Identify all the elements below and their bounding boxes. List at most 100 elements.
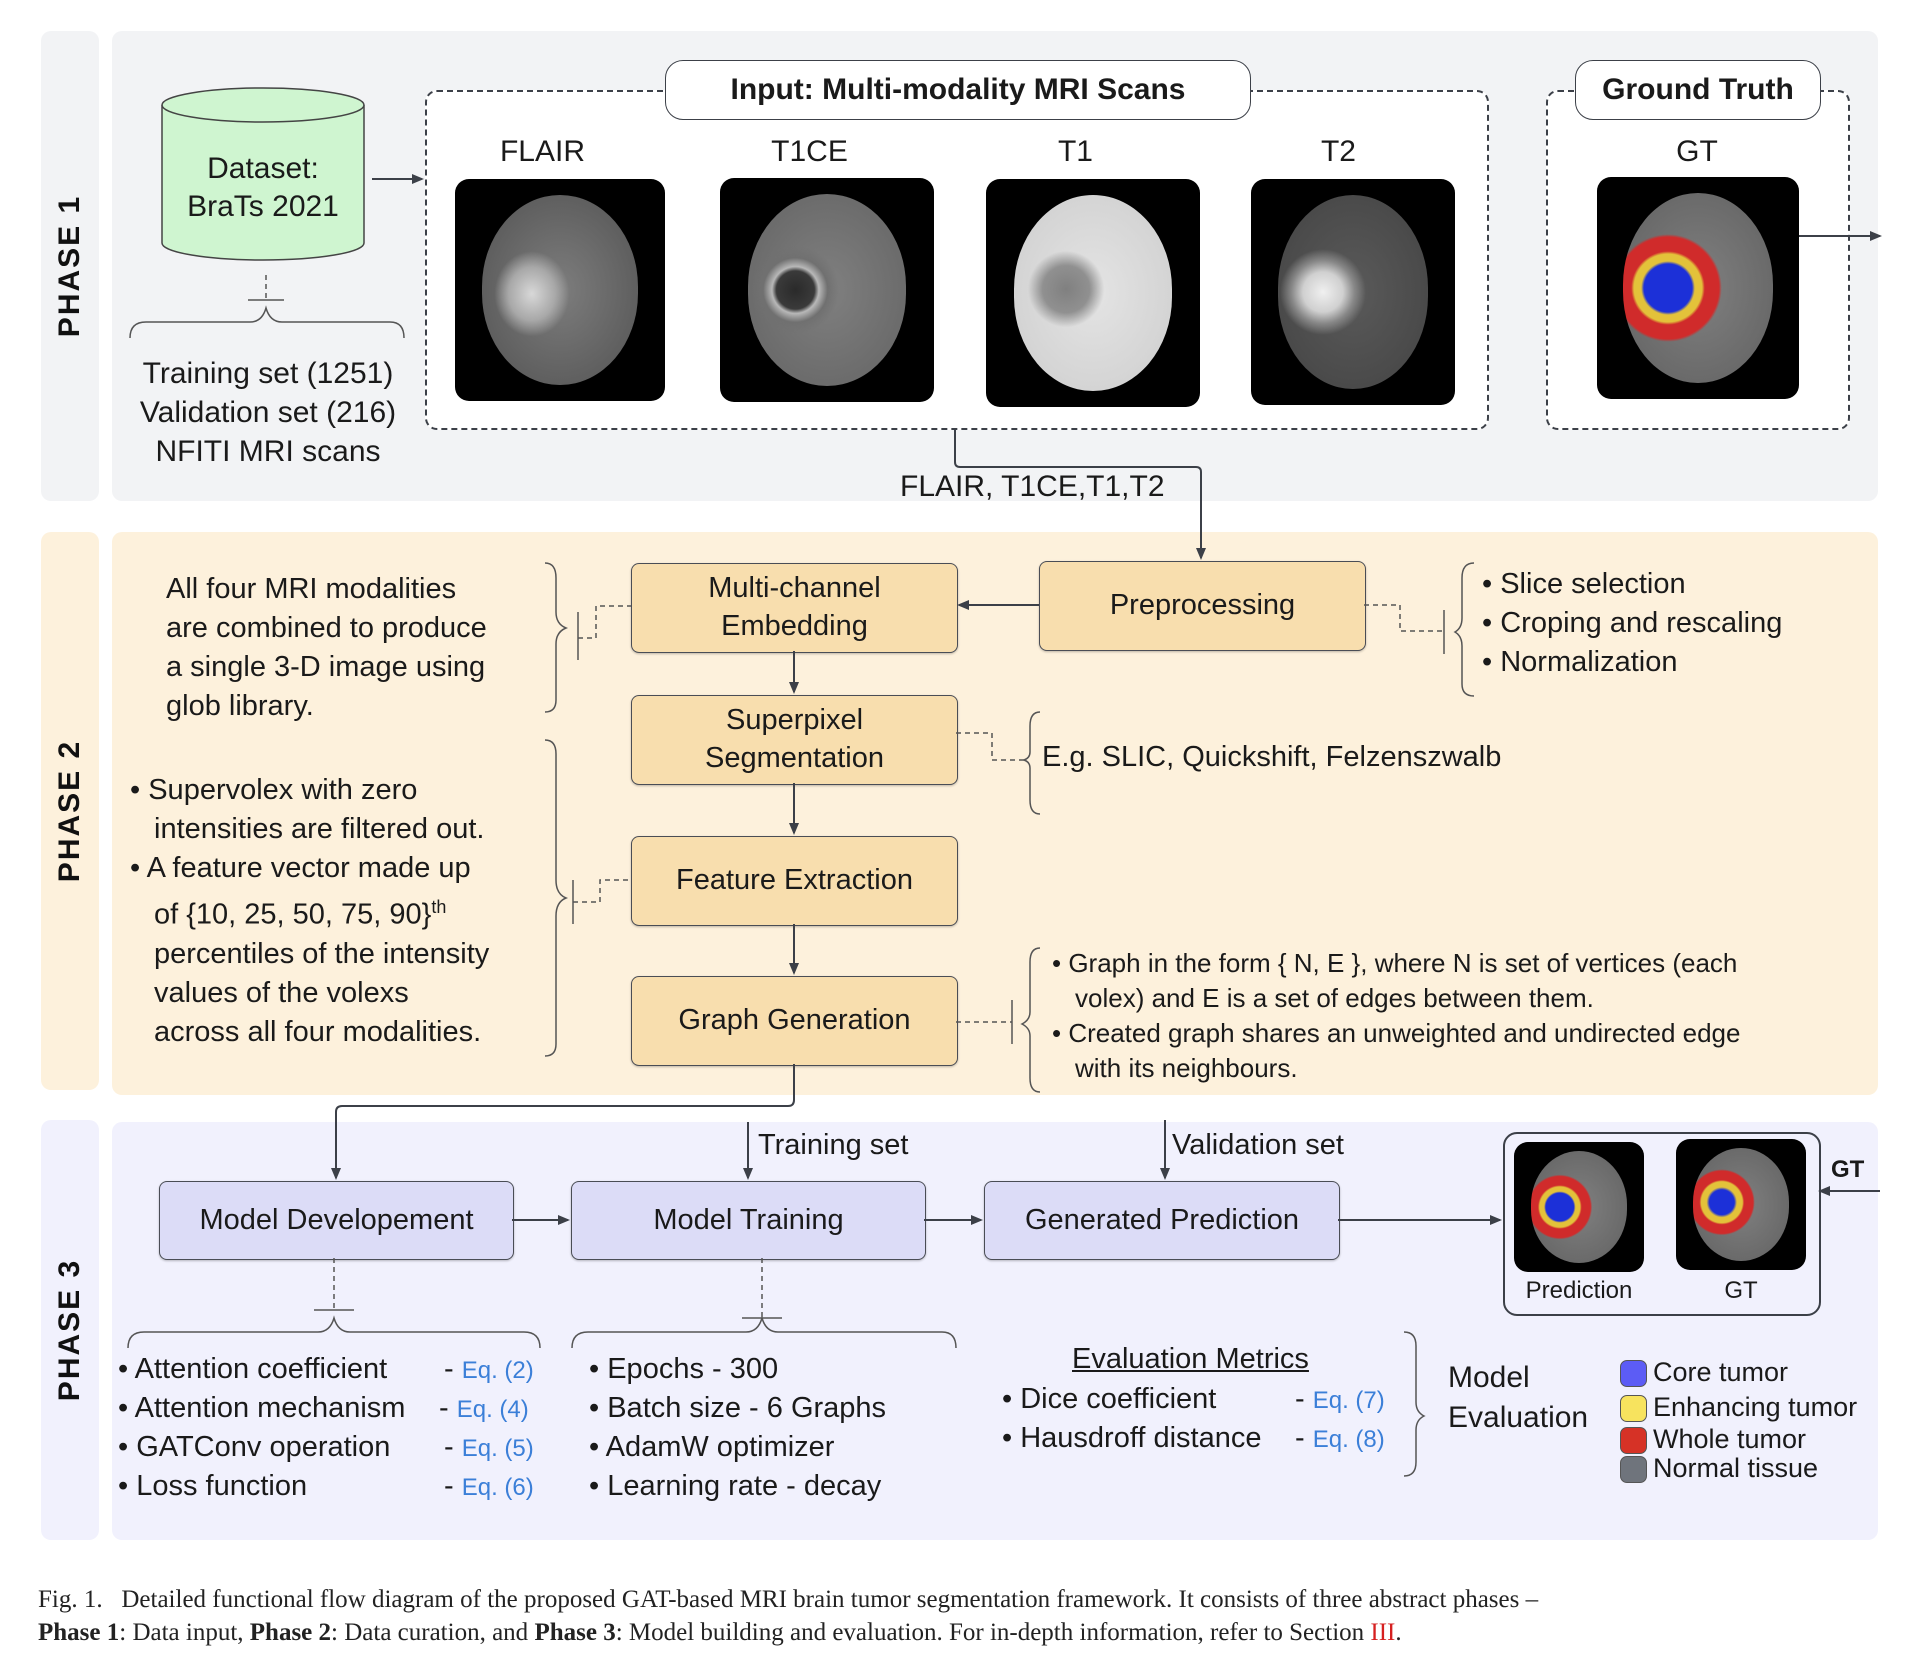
development-item-text: Attention coefficient [134, 1353, 388, 1385]
superpixel-segmentation-label: Superpixel Segmentation [705, 704, 884, 774]
preprocessing-step-label: Croping and rescaling [1500, 607, 1783, 639]
preprocessing-box[interactable]: Preprocessing [1039, 561, 1366, 651]
graph-generation-box[interactable]: Graph Generation [631, 976, 958, 1066]
embedding-note-line: a single 3-D image using [166, 651, 486, 683]
preprocessing-step: • Slice selection [1482, 568, 1686, 600]
dataset-details: Training set (1251) Validation set (216)… [118, 354, 418, 471]
t1ce-scan-image [720, 178, 934, 402]
development-item: • Loss function- Eq. (6) [118, 1470, 534, 1502]
whole-tumor-swatch [1620, 1427, 1647, 1455]
graph-note-bullet1: • Graph in the form { N, E }, where N is… [1052, 948, 1738, 978]
feature-note-bullet1: • Supervolex with zero [130, 774, 418, 806]
training-item: • Learning rate - decay [589, 1470, 882, 1502]
legend-label: Normal tissue [1653, 1453, 1819, 1483]
legend-item-normal: Normal tissue [1620, 1451, 1857, 1486]
multichannel-embedding-box[interactable]: Multi-channel Embedding [631, 563, 958, 653]
gt-result-image [1676, 1139, 1806, 1270]
t1-scan-image [986, 179, 1200, 407]
equation-ref-link[interactable]: Eq. (6) [461, 1474, 534, 1501]
development-item: • Attention coefficient- Eq. (2) [118, 1353, 534, 1385]
caption-text: Detailed functional flow diagram of the … [121, 1586, 1539, 1613]
evaluation-metrics-title: Evaluation Metrics [1072, 1343, 1309, 1375]
model-evaluation-line: Evaluation [1448, 1401, 1589, 1434]
phase1-label: PHASE 1 [53, 194, 86, 338]
generated-prediction-box[interactable]: Generated Prediction [984, 1181, 1340, 1260]
training-item: • Epochs - 300 [589, 1353, 779, 1385]
development-items: • Attention coefficient- Eq. (2) • Atten… [118, 1350, 548, 1506]
training-items: • Epochs - 300 • Batch size - 6 Graphs •… [589, 1350, 886, 1506]
equation-ref-link[interactable]: Eq. (8) [1312, 1426, 1385, 1453]
modalities-connector-label: FLAIR, T1CE,T1,T2 [900, 470, 1165, 503]
dataset-format: NFITI MRI scans [155, 435, 381, 468]
preprocessing-step: • Normalization [1482, 646, 1678, 678]
dataset-cylinder-icon [161, 87, 365, 261]
modality-label-t2: T2 [1320, 135, 1356, 168]
development-item-text: Attention mechanism [134, 1392, 406, 1424]
legend: Core tumor Enhancing tumor Whole tumor N… [1620, 1355, 1857, 1486]
legend-item-whole: Whole tumor [1620, 1422, 1857, 1457]
gt-label: GT [1676, 135, 1718, 168]
embedding-note-line: glob library. [166, 690, 314, 722]
dataset-label-line1: Dataset: [207, 152, 319, 185]
feature-extraction-box[interactable]: Feature Extraction [631, 836, 958, 926]
feature-note-line: of {10, 25, 50, 75, 90} [154, 898, 432, 931]
equation-ref-link[interactable]: Eq. (2) [461, 1357, 534, 1384]
development-item: • Attention mechanism- Eq. (4) [118, 1392, 529, 1424]
legend-item-core: Core tumor [1620, 1355, 1857, 1390]
equation-ref-link[interactable]: Eq. (5) [461, 1435, 534, 1462]
caption-phase3: Phase 3 [534, 1619, 616, 1646]
ground-truth-title: Ground Truth [1575, 60, 1821, 120]
caption-prefix: Fig. 1. [38, 1586, 103, 1613]
caption-phase2: Phase 2 [249, 1619, 332, 1646]
graph-note-bullet2: • Created graph shares an unweighted and… [1052, 1018, 1741, 1048]
prediction-result-image [1514, 1142, 1644, 1272]
model-evaluation-line: Model [1448, 1361, 1530, 1394]
training-item: • Batch size - 6 Graphs [589, 1392, 887, 1424]
model-training-box[interactable]: Model Training [571, 1181, 926, 1260]
section-ref-link[interactable]: III [1370, 1619, 1396, 1646]
embedding-note: All four MRI modalities are combined to … [166, 570, 487, 726]
feature-note-line: intensities are filtered out. [154, 813, 485, 845]
phase2-label: PHASE 2 [53, 739, 86, 883]
equation-ref-link[interactable]: Eq. (7) [1312, 1387, 1385, 1414]
preprocessing-step-label: Normalization [1500, 646, 1678, 678]
feature-note-line: values of the volexs [154, 976, 409, 1009]
modality-label-flair: FLAIR [499, 135, 586, 168]
preprocessing-steps: • Slice selection • Croping and rescalin… [1482, 565, 1782, 682]
dataset-label-line2: BraTs 2021 [187, 190, 339, 223]
phase3-label: PHASE 3 [53, 1258, 86, 1402]
phase2-tab: PHASE 2 [41, 532, 99, 1090]
multichannel-embedding-label: Multi-channel Embedding [708, 572, 881, 642]
feature-note-line: percentiles of the intensity [154, 937, 490, 970]
training-item-text: AdamW optimizer [605, 1431, 835, 1463]
flair-scan-image [455, 179, 665, 401]
feature-note-line: Supervolex with zero [148, 774, 418, 806]
embedding-note-line: are combined to produce [166, 612, 487, 644]
training-set-input-label: Training set [758, 1129, 909, 1161]
normal-tissue-swatch [1620, 1456, 1647, 1484]
equation-ref-link[interactable]: Eq. (4) [456, 1396, 529, 1423]
caption-end: . [1395, 1619, 1402, 1646]
legend-label: Enhancing tumor [1653, 1392, 1858, 1422]
evaluation-item: • Hausdroff distance- Eq. (8) [1002, 1422, 1385, 1454]
dataset-validation-count: Validation set (216) [139, 396, 397, 429]
prediction-result-label: Prediction [1525, 1277, 1633, 1304]
caption-phase1: Phase 1 [38, 1619, 120, 1646]
dataset-label: Dataset: BraTs 2021 [158, 150, 368, 226]
caption-text: : Model building and evaluation. For in-… [615, 1619, 1371, 1646]
evaluation-item: • Dice coefficient- Eq. (7) [1002, 1383, 1385, 1415]
superpixel-segmentation-box[interactable]: Superpixel Segmentation [631, 695, 958, 785]
model-development-box[interactable]: Model Developement [159, 1181, 514, 1260]
training-item: • AdamW optimizer [589, 1431, 835, 1463]
input-scans-title: Input: Multi-modality MRI Scans [665, 60, 1251, 120]
graph-note-line: volex) and E is a set of edges between t… [1075, 983, 1594, 1013]
embedding-note-line: All four MRI modalities [166, 573, 457, 605]
phase1-tab: PHASE 1 [41, 31, 99, 501]
graph-note: • Graph in the form { N, E }, where N is… [1052, 946, 1740, 1086]
evaluation-item-text: Hausdroff distance [1020, 1422, 1262, 1454]
legend-item-enhancing: Enhancing tumor [1620, 1390, 1857, 1425]
gt-input-label: GT [1831, 1156, 1865, 1183]
gt-result-label: GT [1724, 1277, 1758, 1304]
figure-caption: Fig. 1. Detailed functional flow diagram… [38, 1583, 1888, 1649]
development-item-text: Loss function [136, 1470, 308, 1502]
